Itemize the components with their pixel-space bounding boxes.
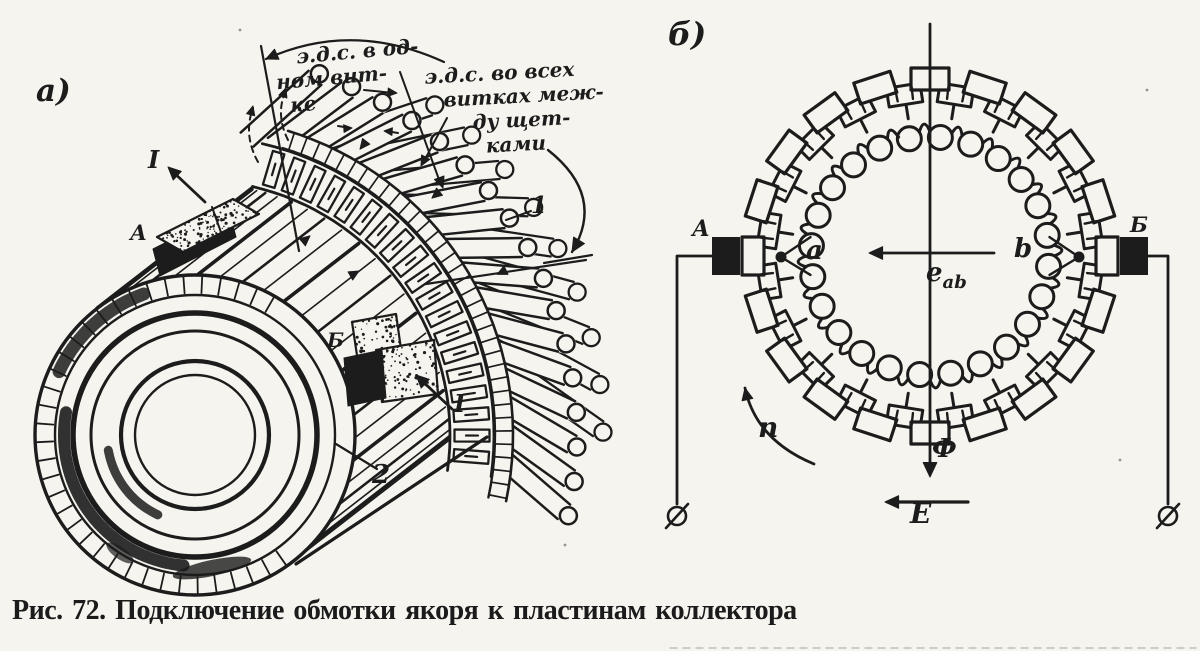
end-windings-number: 1 — [531, 192, 548, 219]
tap-b-label: b — [1014, 234, 1033, 264]
flux-label: Ф — [932, 434, 957, 464]
schematic-brush-b-label: Б — [1130, 212, 1148, 237]
armature-perspective-drawing — [33, 28, 613, 597]
commutator-schematic-drawing — [664, 22, 1197, 649]
figure-caption: Рис. 72. Подключение обмотки якоря к пла… — [12, 595, 797, 626]
tap-a-label: a — [806, 236, 823, 266]
panel-a-label: а) — [36, 73, 71, 109]
emf-ab-base: e — [926, 258, 943, 288]
brush-b-label: Б — [327, 328, 345, 352]
rotation-label: n — [758, 411, 779, 444]
panel-b-label: б) — [668, 15, 707, 53]
brush-a-label: А — [130, 220, 148, 245]
current-label-brush-b: I — [454, 389, 466, 418]
current-label-brush-a: I — [148, 145, 160, 174]
emf-ab-subscript: ab — [942, 272, 967, 293]
field-label: E — [910, 497, 932, 530]
schematic-brush-a-label: А — [692, 216, 710, 242]
annotation-single-turn-emf: э.д.с. в од- ном вит- ке — [273, 34, 423, 118]
armature-core-number: 2 — [372, 460, 391, 490]
emf-ab-label: eab — [926, 260, 967, 292]
annotation-all-turns-emf: э.д.с. во всех витках меж- ду щет- ками — [424, 55, 607, 160]
